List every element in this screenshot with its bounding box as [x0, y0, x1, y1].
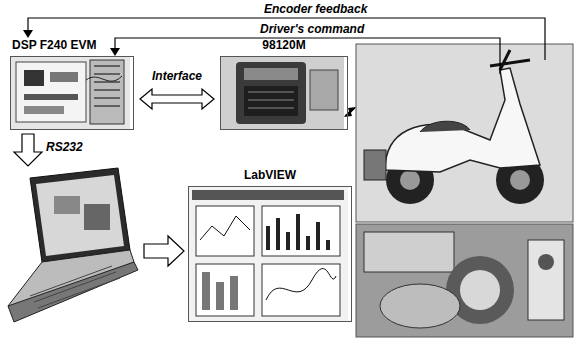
block-arrow	[144, 236, 184, 266]
scooter-photo	[356, 44, 573, 222]
image-frame	[10, 56, 134, 130]
image-block: LabVIEW	[188, 168, 352, 322]
dsp-board-photo	[10, 56, 130, 130]
edge-label: Interface	[150, 69, 204, 83]
double-arrow	[344, 107, 356, 117]
signal-label: RS232	[44, 140, 85, 154]
block-arrow	[14, 134, 42, 166]
image-frame	[188, 186, 352, 322]
driver-module-photo	[220, 56, 344, 130]
block-heading: 98120M	[220, 38, 348, 52]
image-block: DSP F240 EVM	[10, 38, 134, 130]
signal-label: Driver's command	[258, 22, 366, 36]
laptop-image	[8, 168, 138, 322]
signal-lines	[23, 18, 545, 74]
image-block: 98120M	[220, 38, 348, 130]
labview-window	[188, 186, 348, 322]
block-heading: DSP F240 EVM	[10, 38, 134, 52]
image-frame	[220, 56, 348, 130]
block-heading: LabVIEW	[188, 168, 352, 182]
signal-label: Encoder feedback	[262, 2, 369, 16]
double-block-arrow	[140, 89, 214, 109]
test-bench-photo	[356, 224, 573, 337]
